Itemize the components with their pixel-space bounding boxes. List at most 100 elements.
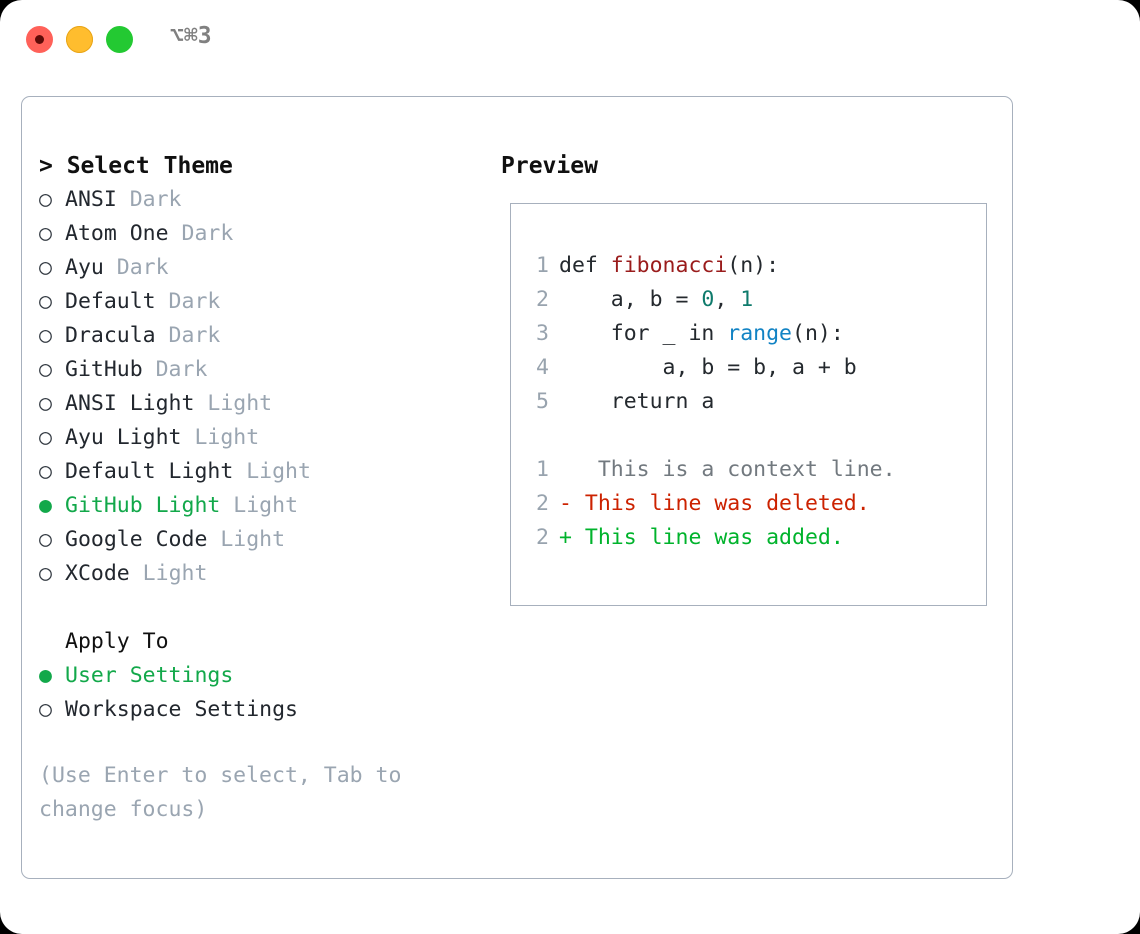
radio-unselected-icon: ○ xyxy=(39,527,52,552)
theme-option-ansi[interactable]: ○ ANSI Dark xyxy=(39,183,479,217)
minimize-button[interactable] xyxy=(66,26,93,53)
theme-option-label: Ayu xyxy=(65,255,104,280)
diff-lines: 1 This is a context line. 2 - This line wa… xyxy=(523,453,980,555)
radio-unselected-icon: ○ xyxy=(39,255,52,280)
radio-unselected-icon: ○ xyxy=(39,289,52,314)
apply-to-option-label: User Settings xyxy=(65,663,234,688)
theme-selector-header: > Select Theme xyxy=(39,153,233,179)
radio-unselected-icon: ○ xyxy=(39,391,52,416)
line-number: 3 xyxy=(536,321,549,346)
code-token-plain: , xyxy=(714,287,741,312)
code-token-plain: for _ in xyxy=(559,321,728,346)
code-line: 5 return a xyxy=(523,385,980,419)
code-token-plain: (n): xyxy=(727,253,780,278)
diff-line-add: 2 + This line was added. xyxy=(523,521,980,555)
theme-option-kind-badge: Light xyxy=(233,459,311,484)
theme-option-label: Atom One xyxy=(65,221,169,246)
close-button[interactable] xyxy=(26,26,53,53)
theme-option-label: Default xyxy=(65,289,156,314)
theme-option-google-code[interactable]: ○ Google Code Light xyxy=(39,523,479,557)
radio-unselected-icon: ○ xyxy=(39,187,52,212)
diff-line-content: + This line was added. xyxy=(559,525,844,550)
keyboard-hint-text: (Use Enter to select, Tab to change focu… xyxy=(39,763,402,822)
code-token-num: 1 xyxy=(740,287,754,312)
code-token-plain: def xyxy=(559,253,611,278)
radio-unselected-icon: ○ xyxy=(39,357,52,382)
title-bar: ⌥⌘3 xyxy=(0,0,1140,78)
theme-option-label: Dracula xyxy=(65,323,156,348)
theme-option-github[interactable]: ○ GitHub Dark xyxy=(39,353,479,387)
theme-option-label: Default Light xyxy=(65,459,234,484)
line-number: 2 xyxy=(536,287,549,312)
radio-selected-icon: ● xyxy=(39,493,52,518)
theme-option-default-light[interactable]: ○ Default Light Light xyxy=(39,455,479,489)
radio-unselected-icon: ○ xyxy=(39,459,52,484)
line-number: 5 xyxy=(536,389,549,414)
theme-option-ayu[interactable]: ○ Ayu Dark xyxy=(39,251,479,285)
theme-option-xcode[interactable]: ○ XCode Light xyxy=(39,557,479,591)
code-line: 2 a, b = 0, 1 xyxy=(523,283,980,317)
code-line-content: return a xyxy=(559,385,715,419)
theme-option-label: GitHub xyxy=(65,357,143,382)
theme-option-kind-badge: Dark xyxy=(103,255,169,280)
theme-option-kind-badge: Dark xyxy=(155,323,221,348)
theme-option-kind-badge: Dark xyxy=(142,357,208,382)
theme-option-kind-badge: Dark xyxy=(168,221,234,246)
code-token-plain: return a xyxy=(559,389,715,414)
diff-line-content: - This line was deleted. xyxy=(559,491,870,516)
code-line-content: def fibonacci(n): xyxy=(559,249,779,283)
theme-option-label: ANSI Light xyxy=(65,391,195,416)
theme-option-dracula[interactable]: ○ Dracula Dark xyxy=(39,319,479,353)
code-line-content: a, b = 0, 1 xyxy=(559,283,753,317)
radio-unselected-icon: ○ xyxy=(39,425,52,450)
theme-option-atom-one[interactable]: ○ Atom One Dark xyxy=(39,217,479,251)
line-number: 1 xyxy=(536,457,549,482)
theme-option-label: Google Code xyxy=(65,527,208,552)
code-line: 4 a, b = b, a + b xyxy=(523,351,980,385)
line-number: 2 xyxy=(536,491,549,516)
theme-option-kind-badge: Light xyxy=(181,425,260,450)
theme-option-kind-badge: Light xyxy=(220,493,299,518)
theme-option-ayu-light[interactable]: ○ Ayu Light Light xyxy=(39,421,479,455)
line-number: 4 xyxy=(536,355,549,380)
line-number: 2 xyxy=(536,525,549,550)
theme-option-ansi-light[interactable]: ○ ANSI Light Light xyxy=(39,387,479,421)
code-line-content: for _ in range(n): xyxy=(559,317,844,351)
code-spacer xyxy=(523,419,980,453)
theme-option-kind-badge: Dark xyxy=(155,289,221,314)
theme-option-label: ANSI xyxy=(65,187,117,212)
theme-option-github-light[interactable]: ●GitHub Light Light xyxy=(39,489,479,523)
maximize-button[interactable] xyxy=(106,26,133,53)
code-token-builtin: range xyxy=(727,321,793,346)
radio-selected-icon: ● xyxy=(39,663,52,688)
preview-header: Preview xyxy=(501,153,598,179)
radio-unselected-icon: ○ xyxy=(39,697,52,722)
theme-option-kind-badge: Light xyxy=(207,527,286,552)
code-token-plain: a, b = b, a + b xyxy=(559,355,857,380)
code-token-num: 0 xyxy=(701,287,715,312)
radio-unselected-icon: ○ xyxy=(39,221,52,246)
theme-option-label: Ayu Light xyxy=(65,425,182,450)
theme-option-default[interactable]: ○ Default Dark xyxy=(39,285,479,319)
theme-selector: > Select Theme ○ANSI Dark○Atom One Dark○… xyxy=(39,149,479,591)
code-token-plain: a, b = xyxy=(559,287,702,312)
apply-to-list: ● User Settings ○Workspace Settings xyxy=(39,659,479,727)
code-line-content: a, b = b, a + b xyxy=(559,351,857,385)
theme-list: ○ ANSI Dark ○ Atom One Dark ○ Ayu Dark ○ Defaul… xyxy=(39,183,479,591)
theme-option-kind-badge: Dark xyxy=(116,187,182,212)
radio-unselected-icon: ○ xyxy=(39,561,52,586)
diff-line-del: 2 - This line was deleted. xyxy=(523,487,980,521)
theme-option-kind-badge: Light xyxy=(194,391,273,416)
apply-to-option-workspace-settings[interactable]: ○Workspace Settings xyxy=(39,693,479,727)
theme-option-label: XCode xyxy=(65,561,130,586)
apply-to-option-user-settings[interactable]: ● User Settings xyxy=(39,659,479,693)
radio-unselected-icon: ○ xyxy=(39,323,52,348)
diff-line-content: This is a context line. xyxy=(559,457,896,482)
diff-line-ctx: 1 This is a context line. xyxy=(523,453,980,487)
theme-option-kind-badge: Light xyxy=(129,561,208,586)
